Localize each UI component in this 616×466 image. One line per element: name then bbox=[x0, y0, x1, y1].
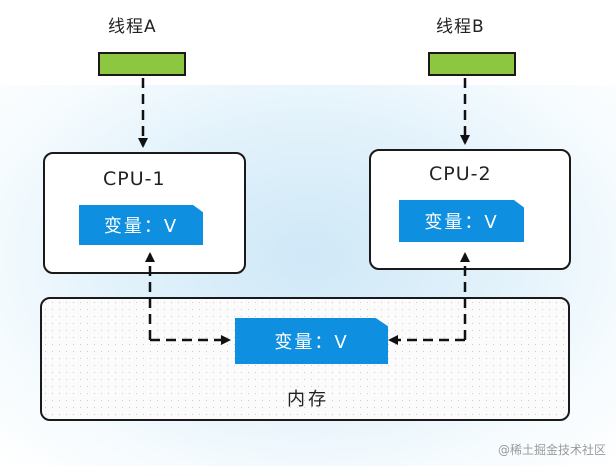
cpu-1-box: CPU-1 变量：V bbox=[43, 152, 246, 274]
cpu-2-title: CPU-2 bbox=[429, 163, 492, 185]
memory-box: 变量：V 内存 bbox=[40, 297, 570, 421]
thread-b-label: 线程B bbox=[436, 17, 485, 37]
memory-label: 内存 bbox=[287, 389, 329, 410]
cpu-1-variable: 变量：V bbox=[79, 205, 203, 245]
watermark: @稀土掘金技术社区 bbox=[497, 443, 606, 457]
memory-variable: 变量：V bbox=[235, 318, 388, 364]
thread-a-box bbox=[98, 52, 186, 76]
cpu-1-title: CPU-1 bbox=[103, 168, 166, 190]
thread-a-label: 线程A bbox=[108, 17, 157, 37]
cpu-2-variable: 变量：V bbox=[399, 200, 524, 242]
thread-b-box bbox=[428, 52, 516, 76]
cpu-2-box: CPU-2 变量：V bbox=[369, 149, 571, 270]
